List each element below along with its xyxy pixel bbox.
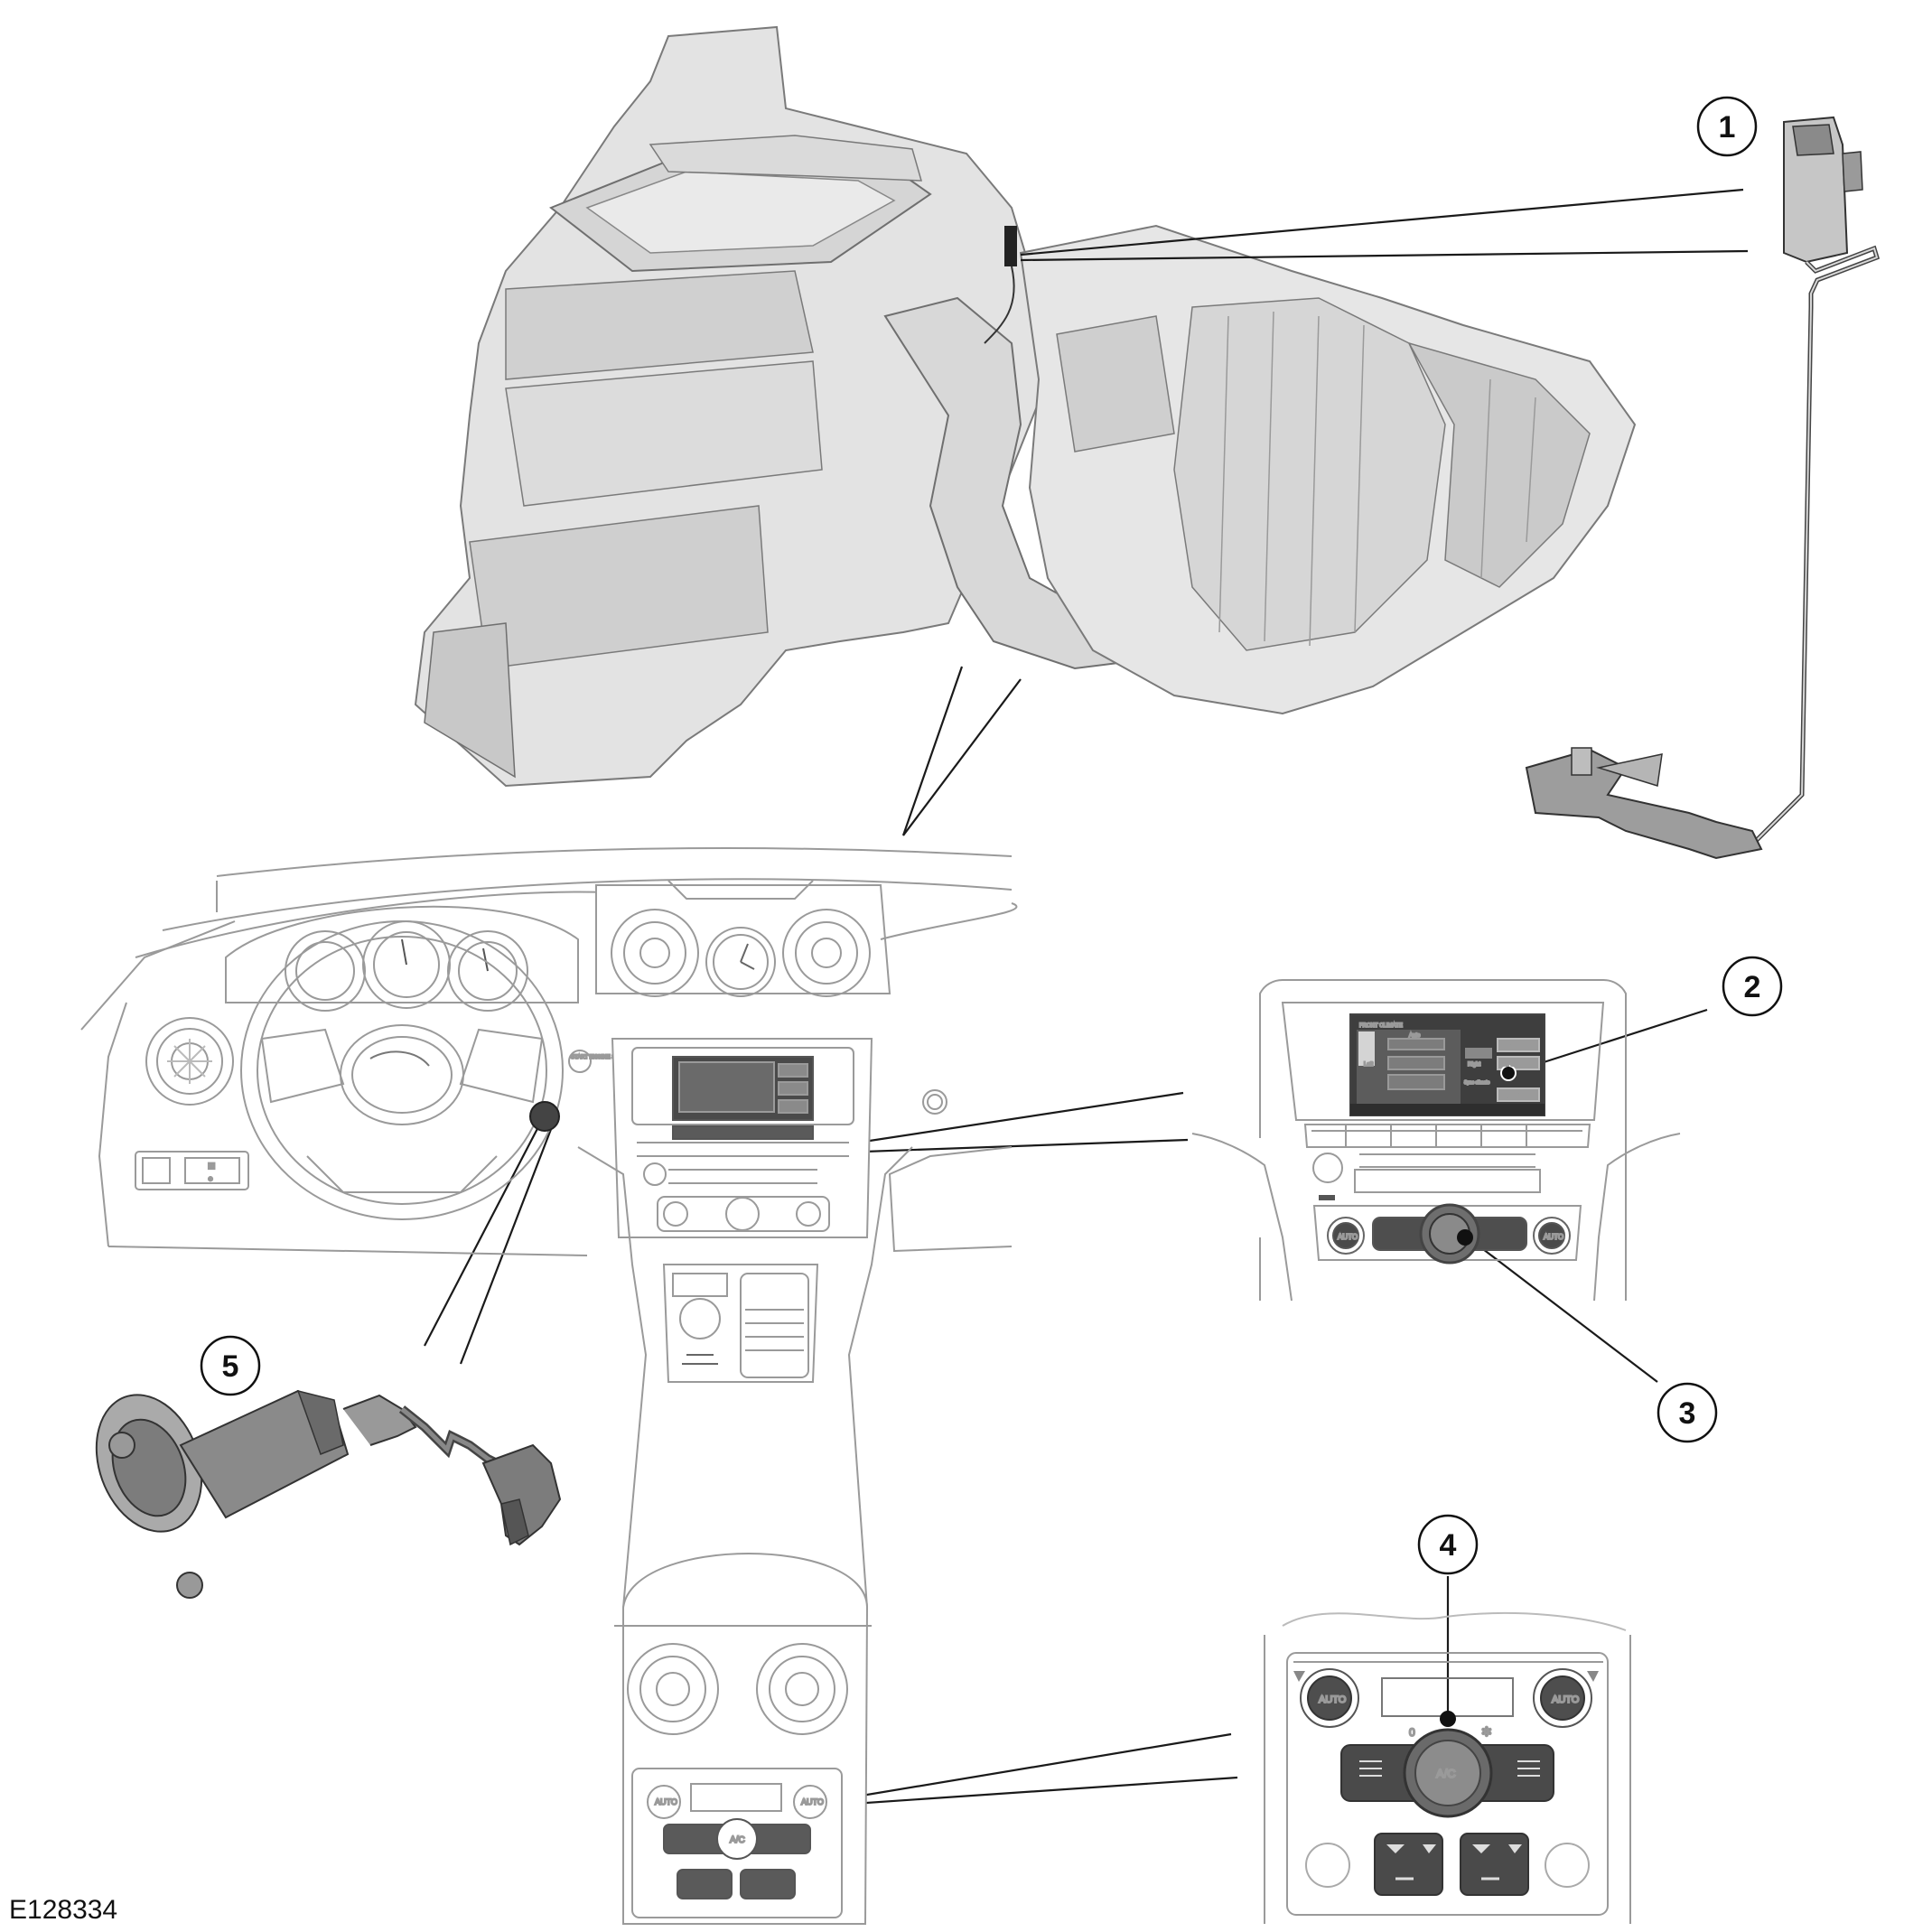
screen-climate-off: Climate OFF xyxy=(1499,1094,1525,1099)
knob-marker xyxy=(1457,1229,1473,1246)
svg-text:◐: ◐ xyxy=(208,1174,213,1184)
callout-3-label: 3 xyxy=(1679,1396,1696,1431)
detail-front-climate: AUTO AUTO FRONT CLIMATE Auto Left Right … xyxy=(1191,979,1681,1302)
screen-sync: Sync climate xyxy=(1464,1080,1490,1086)
callout-1-label: 1 xyxy=(1719,110,1736,145)
callout-5-label: 5 xyxy=(222,1349,239,1384)
callout-1: 1 xyxy=(1696,96,1758,157)
rear-auto-right: AUTO xyxy=(1552,1694,1580,1705)
leader-lines xyxy=(424,188,1749,1806)
component-5-switch xyxy=(95,1389,562,1599)
hvac-assembly xyxy=(414,25,1637,788)
screen-left: Left xyxy=(1364,1062,1373,1068)
small-rear-auto-right: AUTO xyxy=(801,1797,824,1806)
rear-knob-marker xyxy=(1440,1711,1456,1727)
fan-off-label: 0 xyxy=(1409,1726,1415,1739)
small-rear-ac: A/C xyxy=(730,1835,745,1845)
callout-4: 4 xyxy=(1417,1514,1479,1575)
detail-rear-climate: AUTO AUTO 0 ✻ A/C xyxy=(1264,1611,1631,1924)
dashboard: ⊡ ◐ START ENGINE STOP xyxy=(80,847,1018,1925)
fan-icon: ✻ xyxy=(1481,1724,1492,1739)
screen-settings: Settings xyxy=(1499,1044,1517,1050)
front-auto-left: AUTO xyxy=(1338,1233,1358,1241)
callout-4-label: 4 xyxy=(1440,1528,1457,1563)
sensor-location-marker xyxy=(1004,226,1017,266)
screen-marker xyxy=(1500,1065,1517,1081)
component-1-sensor xyxy=(1525,116,1881,860)
figure-id: E128334 xyxy=(9,1895,118,1925)
small-rear-auto-left: AUTO xyxy=(655,1797,677,1806)
rear-ac-label: A/C xyxy=(1436,1767,1456,1780)
switch-location-marker xyxy=(529,1101,560,1132)
screen-rear-climate: Rear Climate xyxy=(1499,1062,1526,1068)
screen-title: FRONT CLIMATE xyxy=(1359,1023,1403,1029)
screen-mode: Auto xyxy=(1409,1033,1421,1039)
front-auto-right: AUTO xyxy=(1544,1233,1563,1241)
rear-auto-left: AUTO xyxy=(1319,1694,1347,1705)
start-stop-button xyxy=(568,1050,592,1073)
callout-2-label: 2 xyxy=(1744,970,1761,1004)
callout-2: 2 xyxy=(1722,956,1783,1017)
callout-5: 5 xyxy=(200,1335,261,1396)
clock xyxy=(705,927,776,997)
start-stop-label: START ENGINE STOP xyxy=(571,1055,627,1060)
svg-text:⊡: ⊡ xyxy=(208,1162,215,1171)
callout-3: 3 xyxy=(1657,1382,1718,1443)
screen-right: Right xyxy=(1468,1062,1480,1068)
